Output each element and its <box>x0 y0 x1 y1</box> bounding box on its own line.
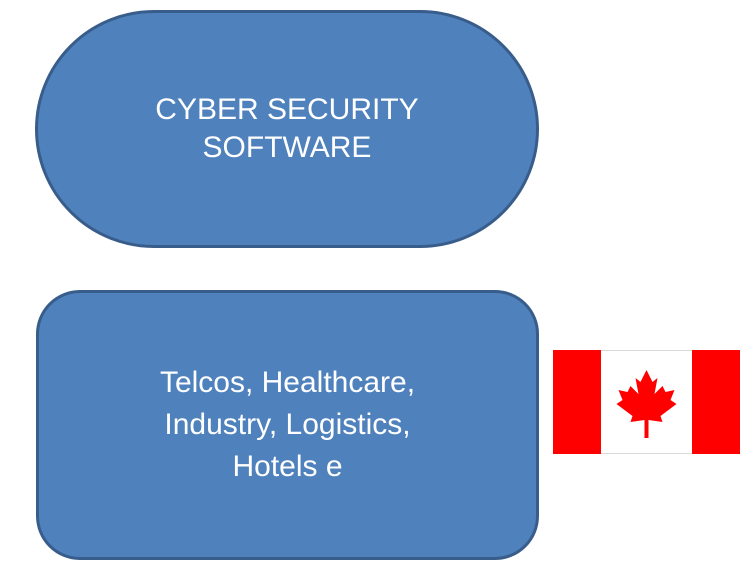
sectors-shape: Telcos, Healthcare, Industry, Logistics,… <box>36 290 539 560</box>
sectors-label: Telcos, Healthcare, Industry, Logistics,… <box>159 366 416 483</box>
cyber-security-software-label: CYBER SECURITY SOFTWARE <box>155 93 419 164</box>
flag-right-band <box>692 350 740 454</box>
canada-flag-icon <box>553 350 740 454</box>
maple-leaf-icon <box>616 370 677 438</box>
flag-left-band <box>553 350 601 454</box>
cyber-security-software-shape: CYBER SECURITY SOFTWARE <box>35 10 539 248</box>
